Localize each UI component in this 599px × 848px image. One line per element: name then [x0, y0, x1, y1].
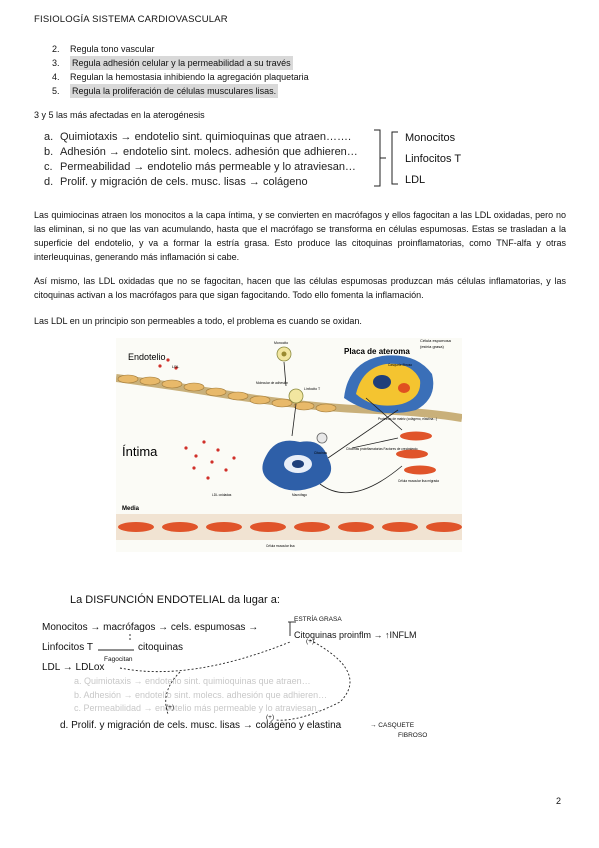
diagram-label: Media [122, 506, 140, 512]
macrophage-cell [262, 440, 332, 491]
notes-line: Monocitos → macrófagos → cels. espumosas… [42, 622, 259, 633]
diagram-label: Linfocito T [304, 387, 321, 391]
notes-label: ESTRÍA GRASA [294, 616, 342, 623]
paragraph: Las quimiocinas atraen los monocitos a l… [34, 210, 566, 262]
cell-list: Monocitos Linfocitos T LDL [405, 128, 461, 191]
list-item: 3.Regula adhesión celular y la permeabil… [52, 56, 293, 70]
notes-line: Citoquinas proinflm → ↑INFLM [294, 630, 417, 640]
list-item: d.Prolif. y migración de cels. musc. lis… [44, 176, 308, 188]
notes-title: La DISFUNCIÓN ENDOTELIAL da lugar a: [70, 594, 280, 606]
faded-line: a. Quimiotaxis → endotelio sint. quimioq… [74, 676, 311, 686]
highlighted-text: Regula la proliferación de células muscu… [70, 84, 279, 98]
ldl-particles [158, 358, 236, 480]
process-arrows [283, 361, 403, 494]
notes-label: Fagocitan [104, 656, 133, 663]
list-item: 2.Regula tono vascular [52, 44, 155, 54]
cell-label: Monocitos [405, 132, 456, 144]
list-item: 4.Regulan la hemostasia inhibiendo la ag… [52, 72, 309, 82]
paragraph: Las LDL en un principio son permeables a… [34, 316, 362, 326]
notes-line: Linfocitos T [42, 642, 93, 653]
list-item: c.Permeabilidad → endotelio más permeabl… [44, 161, 356, 173]
diagram-label: Citocinas [314, 451, 328, 455]
mechanism-list: a.Quimiotaxis → endotelio sint. quimioqu… [44, 130, 358, 190]
diagram-label: Citocinas proinflamatorias Factores de c… [346, 447, 418, 451]
migrated-muscle-cells [396, 431, 436, 475]
diagram-label: (estría grasa) [420, 344, 444, 349]
page-number: 2 [556, 796, 562, 806]
diagram-label: Monocito [274, 341, 288, 345]
diagram-label: Célula muscular lisa [266, 544, 295, 548]
page-header: FISIOLOGÍA SISTEMA CARDIOVASCULAR [34, 14, 228, 25]
diagram-label: Macrófago [292, 493, 307, 497]
highlighted-text: Regula adhesión celular y la permeabilid… [70, 56, 293, 70]
plus-sign: (+) [166, 704, 175, 711]
notes-label: → CASQUETE [370, 722, 415, 729]
note-text: 3 y 5 las más afectadas en la aterogénes… [34, 110, 205, 120]
cell-label: LDL [405, 174, 426, 186]
notes-line: d. Prolif. y migración de cels. musc. li… [60, 720, 342, 731]
list-item: a.Quimiotaxis → endotelio sint. quimioqu… [44, 131, 352, 143]
faded-line: b. Adhesión → endotelio sint. molecs. ad… [74, 690, 328, 700]
diagram-label: LDL oxidadas [212, 493, 232, 497]
diagram-label: Proteínas de matriz (colágeno, elastina.… [378, 417, 437, 421]
diagram-label: Endotelio [128, 352, 166, 362]
numbered-list: 2.Regula tono vascular 3.Regula adhesión… [52, 42, 309, 98]
list-item: 5.Regula la proliferación de células mus… [52, 84, 279, 98]
plus-sign: (+) [266, 714, 275, 721]
notes-arrows [98, 621, 351, 721]
list-item: b.Adhesión → endotelio sint. molecs. adh… [44, 146, 358, 158]
bracket-shape [374, 129, 398, 187]
diagram-label: Íntima [122, 444, 158, 459]
notes-line: LDL → LDLox [42, 662, 105, 673]
faded-line: c. Permeabilidad → endotelio más permeab… [74, 703, 326, 713]
endothelium-cells [116, 374, 462, 422]
diagram-label: Casquete fibroso [388, 363, 412, 367]
diagram-label: LDL [172, 364, 180, 369]
diagram-label: Célula espumosa [420, 338, 452, 343]
notes-label: FIBROSO [398, 732, 428, 739]
endothelial-dysfunction-notes: La DISFUNCIÓN ENDOTELIAL da lugar a: Mon… [40, 592, 460, 742]
atheroma-diagram: Endotelio Íntima Media Placa de ateroma … [116, 338, 462, 552]
plus-sign: (+) [306, 638, 315, 645]
notes-line: citoquinas [138, 642, 184, 653]
diagram-label: Molecular de adhesión [256, 381, 288, 385]
smooth-muscle-cells [118, 522, 462, 532]
diagram-label: Placa de ateroma [344, 347, 410, 356]
cell-label: Linfocitos T [405, 153, 462, 165]
diagram-label: Célula muscular lisa migrada [398, 479, 439, 483]
paragraph: Así mismo, las LDL oxidadas que no se fa… [34, 276, 566, 300]
